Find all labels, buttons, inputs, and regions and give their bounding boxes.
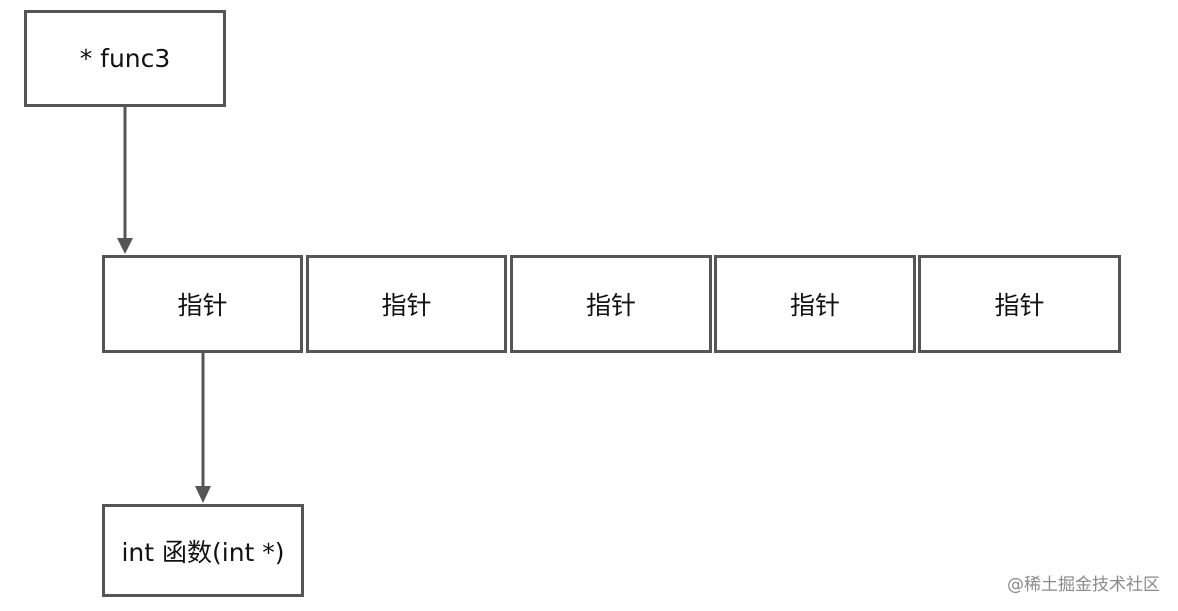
pointer-cell-label: 指针 xyxy=(585,291,636,320)
pointer-cell: 指针 xyxy=(306,255,507,353)
pointer-cell: 指针 xyxy=(510,255,712,353)
func3-node: * func3 xyxy=(24,10,226,107)
pointer-cell-label: 指针 xyxy=(789,291,840,320)
function-node: int 函数(int *) xyxy=(102,504,304,597)
arrow-pointer-to-function xyxy=(195,352,211,503)
func3-node-label: * func3 xyxy=(79,44,171,73)
pointer-cell: 指针 xyxy=(714,255,916,353)
watermark: @稀土掘金技术社区 xyxy=(1007,575,1160,595)
pointer-cell-label: 指针 xyxy=(381,291,432,320)
pointer-cell: 指针 xyxy=(102,255,303,353)
pointer-cell-label: 指针 xyxy=(994,291,1045,320)
arrow-func3-to-pointer xyxy=(117,107,133,254)
pointer-cell-label: 指针 xyxy=(177,291,228,320)
function-node-label: int 函数(int *) xyxy=(121,537,285,567)
pointer-cell: 指针 xyxy=(918,255,1121,353)
